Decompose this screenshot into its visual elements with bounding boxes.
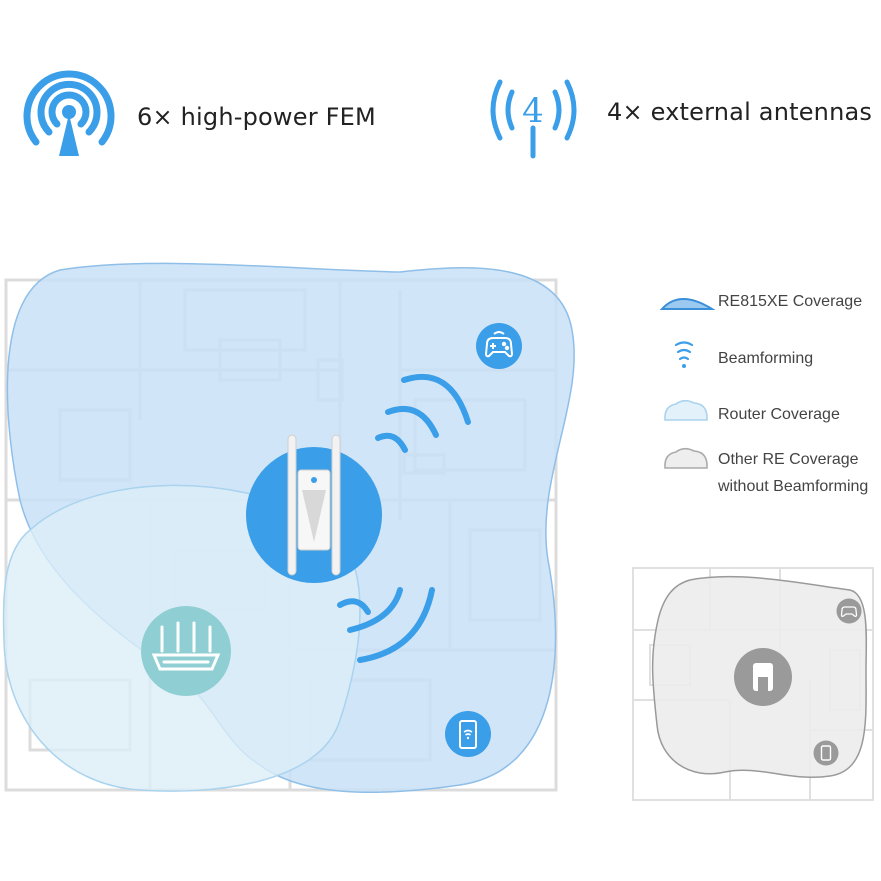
legend-router-label: Router Coverage xyxy=(718,406,840,423)
antenna-count-text: 4 xyxy=(522,91,544,131)
legend-other-re-line1: Other RE Coverage xyxy=(718,451,859,468)
antenna-4-icon: 4 xyxy=(490,79,577,159)
broadcast-tower-icon xyxy=(23,70,115,156)
re815xe-coverage-swatch-icon xyxy=(659,298,716,310)
router-icon xyxy=(141,606,231,696)
beamforming-waves-upper xyxy=(375,373,471,453)
router-coverage-swatch-icon xyxy=(664,399,708,421)
range-extender-icon xyxy=(246,434,382,583)
legend-other-re-label: Other RE Coverage without Beamforming xyxy=(718,446,868,500)
feature-antennas-label: 4× external antennas xyxy=(607,98,873,126)
legend-other-re-line2: without Beamforming xyxy=(718,478,869,495)
range-extender-gray-icon xyxy=(734,648,792,706)
beamforming-icon xyxy=(674,341,694,368)
other-re-coverage-swatch-icon xyxy=(664,447,708,469)
gamepad-icon xyxy=(476,323,522,369)
legend-beamforming-label: Beamforming xyxy=(718,350,814,367)
compare-smartphone-icon xyxy=(813,740,839,766)
legend-re815xe-label: RE815XE Coverage xyxy=(718,293,863,310)
feature-fem-label: 6× high-power FEM xyxy=(137,103,376,131)
compare-gamepad-icon xyxy=(836,598,862,624)
beamforming-waves-lower xyxy=(337,587,435,663)
smartphone-icon xyxy=(445,711,491,757)
